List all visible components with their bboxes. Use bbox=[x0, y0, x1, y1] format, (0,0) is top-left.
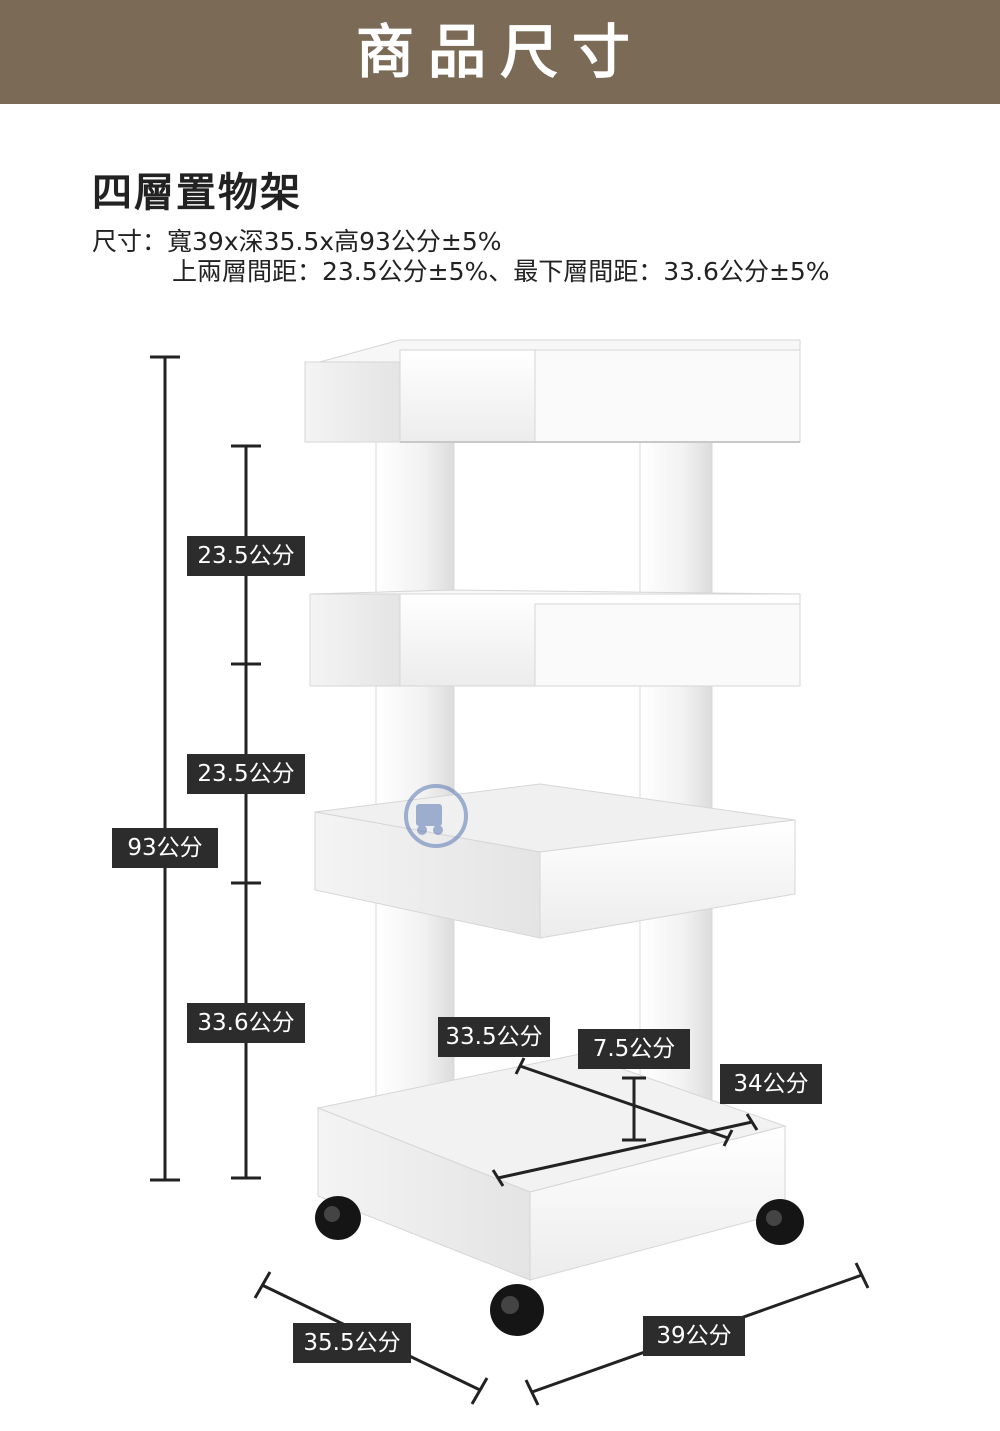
gap-label-2: 23.5公分 bbox=[187, 754, 305, 794]
shelf-top bbox=[304, 339, 801, 443]
depth-label: 35.5公分 bbox=[293, 1323, 411, 1363]
spec-line-2: 上兩層間距：23.5公分±5%、最下層間距：33.6公分±5% bbox=[172, 257, 830, 286]
inner-dimension-lines bbox=[491, 1057, 759, 1187]
width-label: 39公分 bbox=[643, 1316, 745, 1356]
spec-line-1: 尺寸：寬39x深35.5x高93公分±5% bbox=[92, 227, 502, 256]
inner-height-label: 7.5公分 bbox=[578, 1029, 690, 1069]
total-height-line bbox=[150, 355, 180, 1182]
shelf-third bbox=[314, 783, 796, 939]
gap-label-3: 33.6公分 bbox=[187, 1003, 305, 1043]
inner-width-label: 34公分 bbox=[720, 1064, 822, 1104]
wheel bbox=[756, 1199, 804, 1245]
wheel bbox=[315, 1196, 361, 1240]
brand-logo-icon bbox=[404, 784, 468, 848]
product-name: 四層置物架 bbox=[92, 170, 302, 216]
gap-label-1: 23.5公分 bbox=[187, 536, 305, 576]
inner-length-label: 33.5公分 bbox=[438, 1017, 550, 1057]
wheel bbox=[490, 1284, 544, 1336]
shelf-second bbox=[309, 589, 801, 687]
total-height-label: 93公分 bbox=[112, 828, 218, 868]
shelf-bottom bbox=[316, 1053, 787, 1281]
page-title: 商品尺寸 bbox=[355, 18, 644, 86]
header-banner: 商品尺寸 bbox=[0, 0, 1000, 104]
